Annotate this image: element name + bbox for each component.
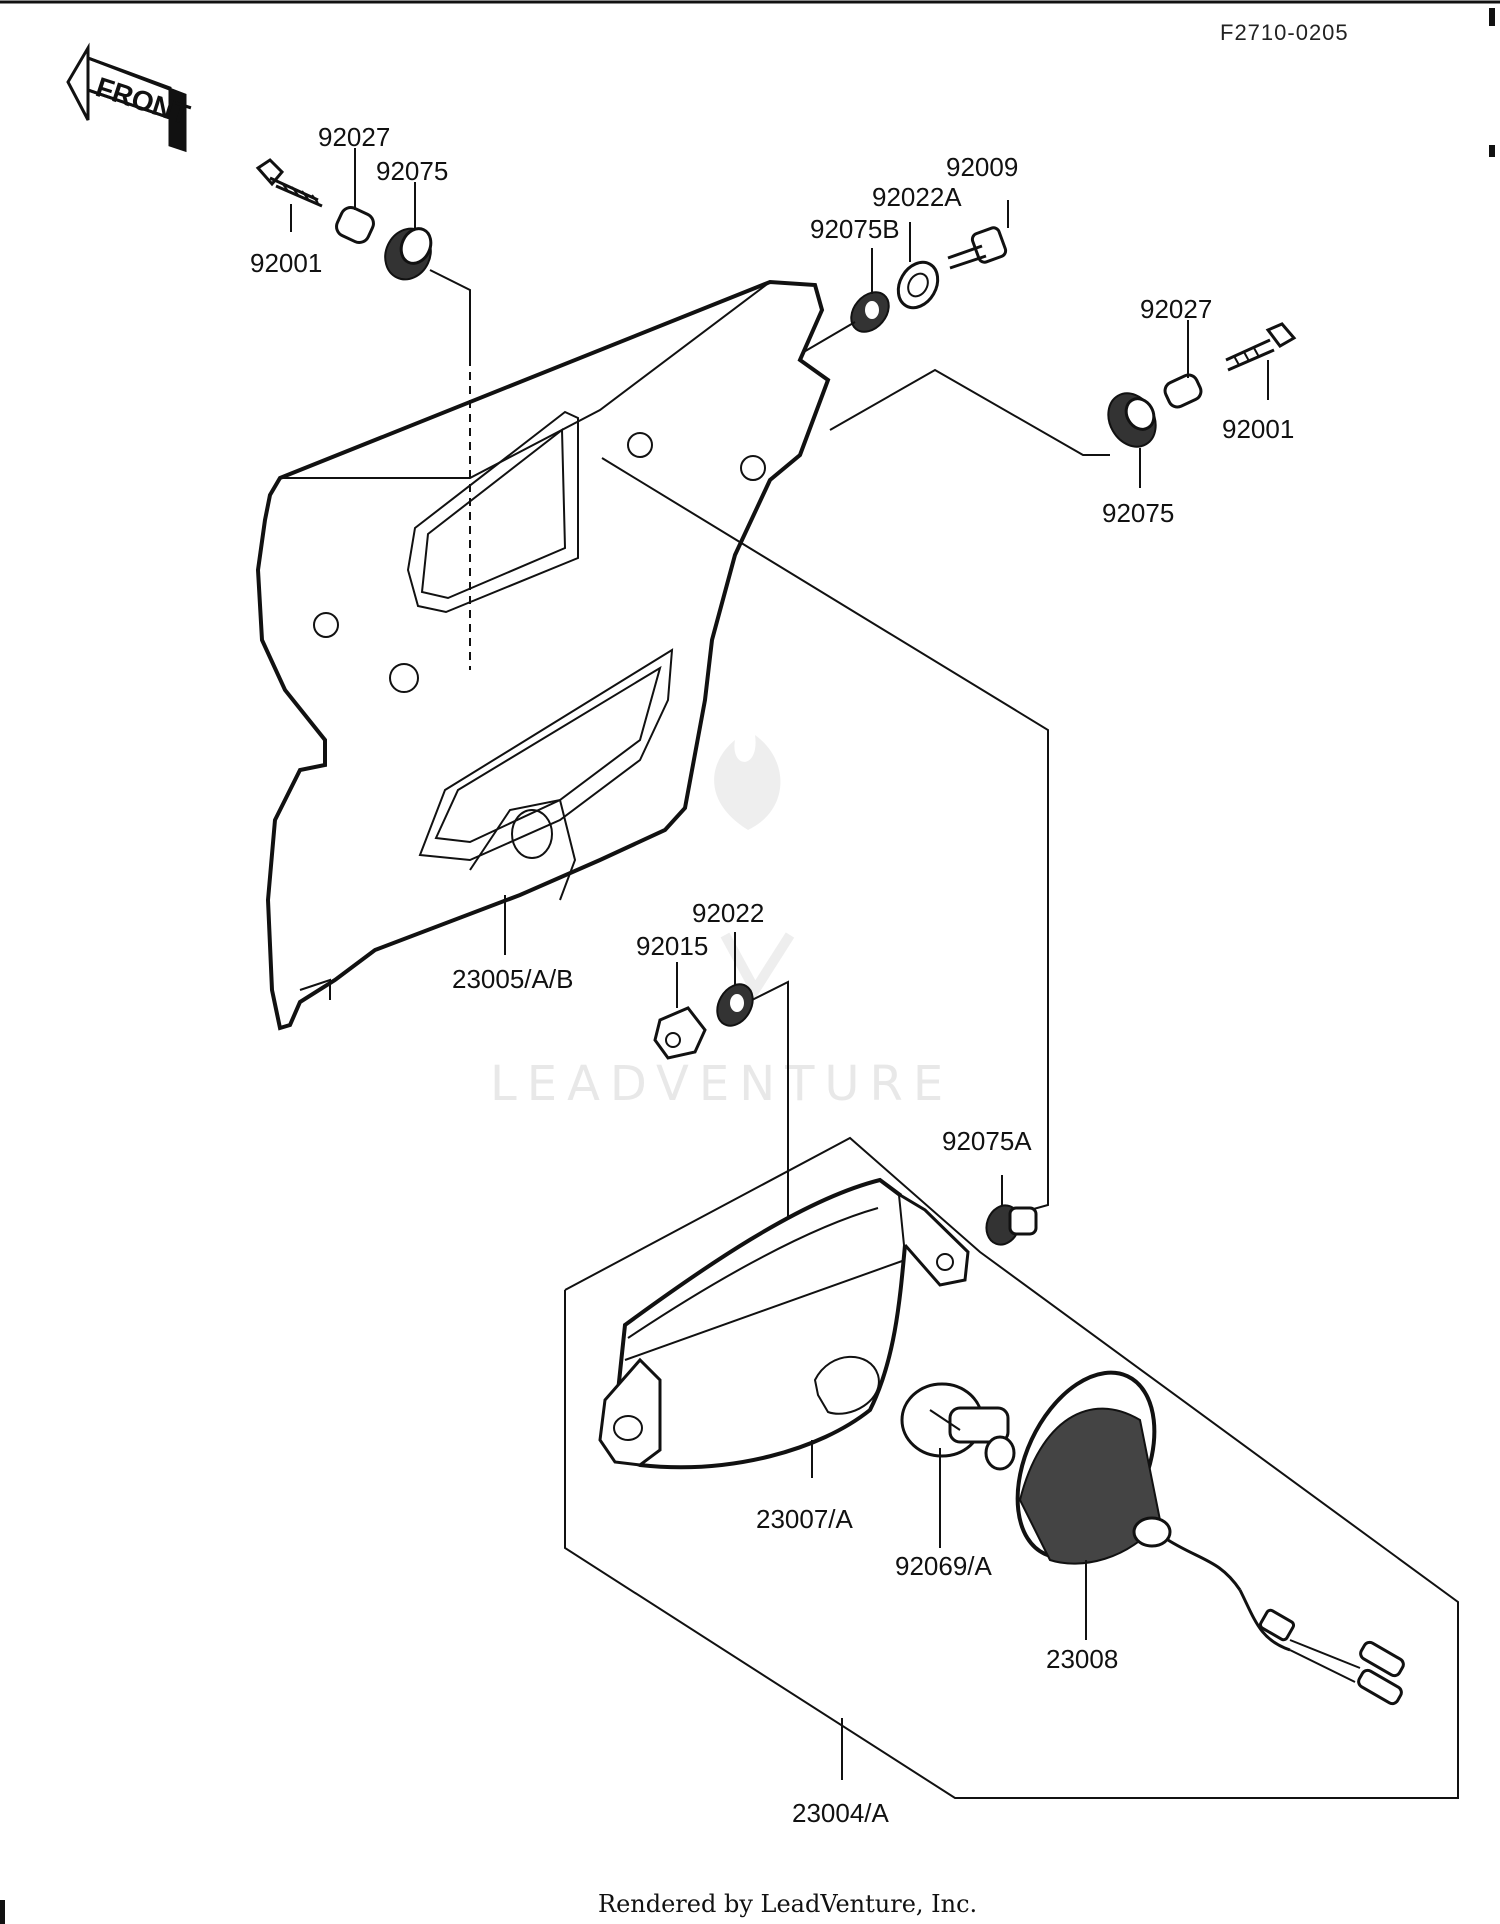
label-collar-left: 92027 bbox=[318, 122, 390, 152]
damper-top-icon[interactable] bbox=[844, 285, 897, 339]
assembly-boundary bbox=[564, 1136, 1459, 1799]
collar-left-icon[interactable] bbox=[333, 204, 376, 246]
lens-unit[interactable] bbox=[598, 1177, 970, 1470]
label-damper-right: 92075 bbox=[1102, 498, 1174, 528]
label-collar-right: 92027 bbox=[1140, 294, 1212, 324]
label-washer-center: 92022 bbox=[692, 898, 764, 928]
screw-top-icon[interactable] bbox=[947, 226, 1008, 270]
label-damper-top: 92075B bbox=[810, 214, 900, 244]
label-screw-top: 92009 bbox=[946, 152, 1018, 182]
leader bbox=[601, 457, 1049, 1211]
bulb-icon[interactable] bbox=[900, 1382, 1016, 1471]
bolt-right-icon[interactable] bbox=[1225, 322, 1297, 372]
label-cover: 23005/A/B bbox=[452, 964, 573, 994]
label-nut-center: 92015 bbox=[636, 931, 708, 961]
label-bolt-left: 92001 bbox=[250, 248, 322, 278]
damper-left-icon[interactable] bbox=[377, 221, 439, 287]
footer-credit: Rendered by LeadVenture, Inc. bbox=[598, 1890, 977, 1918]
washer-center-icon[interactable] bbox=[710, 978, 760, 1032]
leader bbox=[429, 269, 471, 358]
nut-center-icon[interactable] bbox=[653, 1006, 707, 1060]
watermark: LEADVENTURE bbox=[490, 735, 953, 1112]
damper-bottom-icon[interactable] bbox=[981, 1201, 1038, 1250]
label-socket-housing: 23008 bbox=[1046, 1644, 1118, 1674]
watermark-text: LEADVENTURE bbox=[490, 1056, 953, 1112]
label-bolt-right: 92001 bbox=[1222, 414, 1294, 444]
corner-mark bbox=[0, 1900, 5, 1924]
headlight-cover[interactable] bbox=[255, 279, 831, 1031]
figure-code: F2710-0205 bbox=[1220, 20, 1349, 45]
bolt-left-icon[interactable] bbox=[255, 158, 323, 208]
label-washer-top: 92022A bbox=[872, 182, 962, 212]
label-bulb: 92069/A bbox=[895, 1551, 993, 1581]
label-damper-left: 92075 bbox=[376, 156, 448, 186]
socket-housing[interactable] bbox=[990, 1351, 1405, 1706]
corner-mark bbox=[1489, 145, 1495, 157]
washer-top-icon[interactable] bbox=[890, 255, 945, 315]
label-lens-unit: 23007/A bbox=[756, 1504, 854, 1534]
damper-right-icon[interactable] bbox=[1099, 385, 1165, 455]
label-headlight-assy: 23004/A bbox=[792, 1798, 890, 1828]
leader bbox=[829, 368, 1110, 456]
front-arrow-icon: FRONT bbox=[66, 42, 193, 153]
collar-right-icon[interactable] bbox=[1162, 372, 1204, 410]
label-damper-bottom: 92075A bbox=[942, 1126, 1032, 1156]
corner-mark bbox=[1489, 8, 1495, 26]
